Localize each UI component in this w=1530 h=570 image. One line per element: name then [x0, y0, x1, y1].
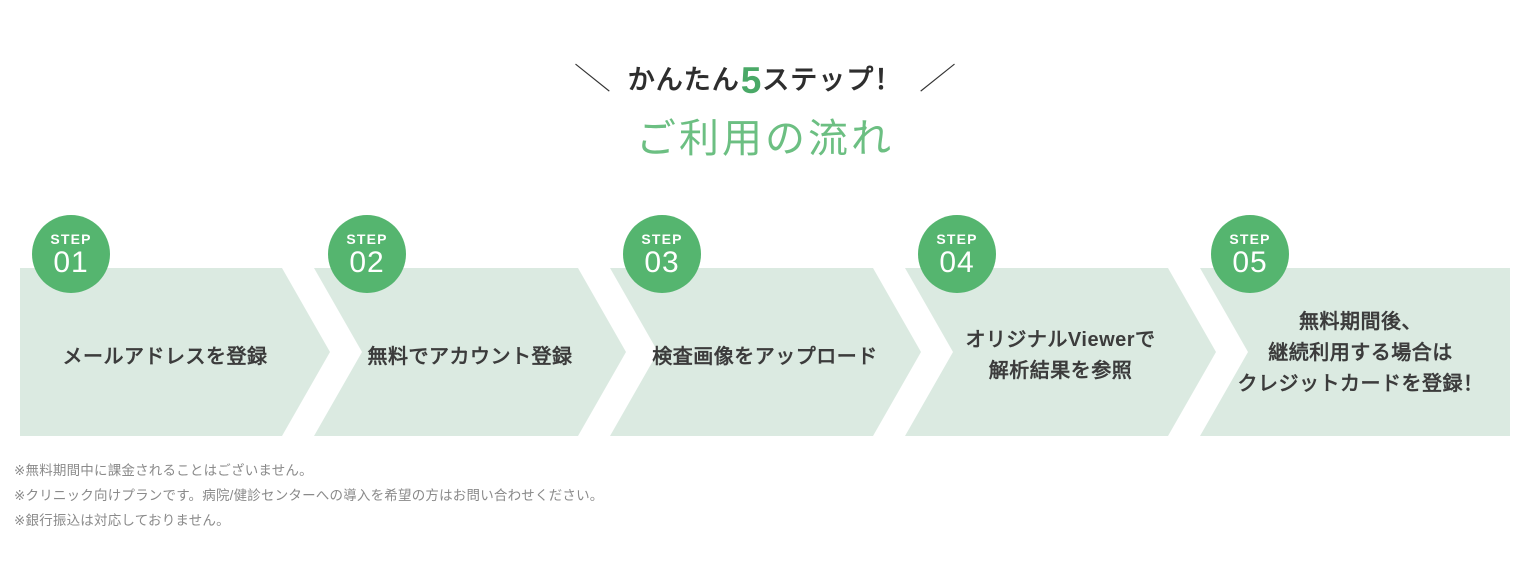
- step-badge-label: STEP: [50, 231, 92, 247]
- step-badge-05: STEP 05: [1211, 215, 1289, 293]
- step-caption-line: クレジットカードを登録！: [1237, 373, 1484, 395]
- footnote-item: ※クリニック向けプランです。病院/健診センターへの導入を希望の方はお問い合わせく…: [14, 488, 604, 503]
- step-badge-02: STEP 02: [328, 215, 406, 293]
- slash-right-icon: ／: [918, 63, 957, 96]
- step-caption-line: メールアドレスを登録: [62, 346, 268, 368]
- footnote-item: ※無料期間中に課金されることはございません。: [14, 463, 313, 478]
- step-caption-04: オリジナルViewerで 解析結果を参照: [918, 325, 1203, 387]
- step-caption-05: 無料期間後、 継続利用する場合は クレジットカードを登録！: [1218, 307, 1503, 400]
- step-badge-number: 05: [1232, 246, 1268, 279]
- step-caption-line: 無料期間後、: [1299, 311, 1422, 333]
- step-badge-label: STEP: [641, 231, 683, 247]
- slash-left-icon: ＼: [573, 63, 612, 96]
- step-badge-number: 04: [939, 246, 975, 279]
- step-badge-label: STEP: [346, 231, 388, 247]
- page-title: ご利用の流れ: [636, 117, 894, 161]
- step-badge-04: STEP 04: [918, 215, 996, 293]
- step-caption-line: 検査画像をアップロード: [652, 346, 878, 368]
- step-caption-line: 継続利用する場合は: [1268, 342, 1453, 364]
- step-caption-02: 無料でアカウント登録: [325, 342, 615, 373]
- step-caption-line: 解析結果を参照: [988, 360, 1133, 382]
- step-badge-03: STEP 03: [623, 215, 701, 293]
- eyebrow-prefix: かんたん: [627, 64, 740, 95]
- step-caption-03: 検査画像をアップロード: [620, 342, 910, 373]
- step-badge-number: 03: [644, 246, 680, 279]
- eyebrow-step-count: 5: [740, 59, 762, 101]
- footnote-item: ※銀行振込は対応しておりません。: [14, 513, 230, 528]
- step-caption-01: メールアドレスを登録: [20, 342, 310, 373]
- step-caption-line: オリジナルViewerで: [965, 329, 1156, 351]
- step-badge-number: 01: [53, 246, 89, 279]
- eyebrow: ＼ かんたん 5 ステップ！ ／: [0, 60, 1530, 100]
- step-caption-line: 無料でアカウント登録: [367, 346, 573, 368]
- step-badge-01: STEP 01: [32, 215, 110, 293]
- eyebrow-suffix: ステップ！: [762, 64, 903, 95]
- step-badge-label: STEP: [1229, 231, 1271, 247]
- footnotes: ※無料期間中に課金されることはございません。 ※クリニック向けプランです。病院/…: [14, 458, 1114, 533]
- step-badge-number: 02: [349, 246, 385, 279]
- step-badge-label: STEP: [936, 231, 978, 247]
